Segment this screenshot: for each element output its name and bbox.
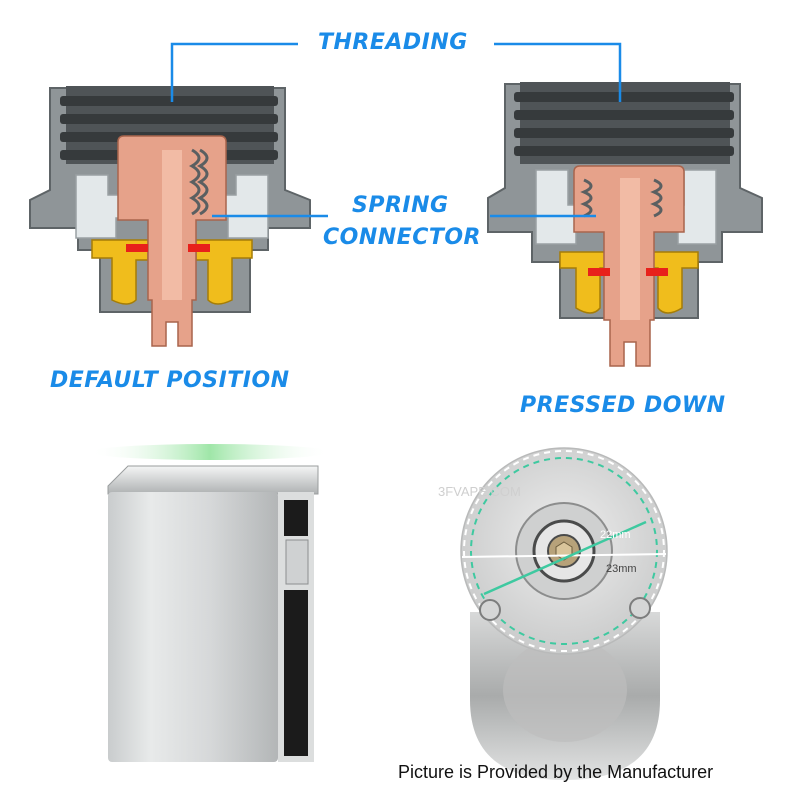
device-side-slot-top xyxy=(284,500,308,536)
footer-caption: Picture is Provided by the Manufacturer xyxy=(398,762,714,782)
inner-diameter-label: 22mm xyxy=(600,529,631,541)
outer-diameter-ring xyxy=(463,450,665,652)
device-glow xyxy=(90,444,330,460)
spring-coils-default xyxy=(188,148,209,216)
inner-diameter-ring xyxy=(470,457,658,645)
threading-label: THREADING xyxy=(318,30,468,55)
default-position-label: DEFAULT POSITION xyxy=(50,368,290,393)
device-top-cap xyxy=(107,465,319,495)
red-marker-left-pressed xyxy=(588,268,610,276)
spring-label: SPRING xyxy=(352,193,449,218)
connector-default-position xyxy=(29,86,311,347)
device-side-slot-bottom xyxy=(284,590,308,756)
connector-label: CONNECTOR xyxy=(323,225,481,250)
connector-pressed-down xyxy=(487,82,763,367)
threading-pressed xyxy=(514,82,734,164)
screw-right xyxy=(629,597,651,619)
callout-threading-right xyxy=(494,42,622,102)
inner-diameter-line xyxy=(483,520,647,596)
brass-contact-right-default xyxy=(195,239,253,305)
outer-diameter-line xyxy=(461,553,667,558)
device-top-view: 22mm 23mm 3FVAPE.COM xyxy=(438,447,668,780)
copper-pin-core-default xyxy=(162,150,182,300)
watermark: 3FVAPE.COM xyxy=(438,484,521,499)
brass-contact-left-default xyxy=(91,239,149,305)
screw-left xyxy=(479,599,501,621)
pressed-down-label: PRESSED DOWN xyxy=(520,393,726,418)
red-marker-right-pressed xyxy=(646,268,668,276)
callout-threading-left xyxy=(170,42,298,102)
copper-pin-core-pressed xyxy=(620,178,640,320)
device-body xyxy=(108,492,278,762)
red-marker-right-default xyxy=(188,244,210,252)
red-marker-left-default xyxy=(126,244,148,252)
device-fire-button xyxy=(285,539,309,585)
spring-coils-pressed xyxy=(580,178,663,218)
device-side-view xyxy=(90,444,330,762)
outer-diameter-label: 23mm xyxy=(606,563,637,575)
callout-lines xyxy=(170,42,622,218)
device-top-reflection xyxy=(503,638,627,742)
